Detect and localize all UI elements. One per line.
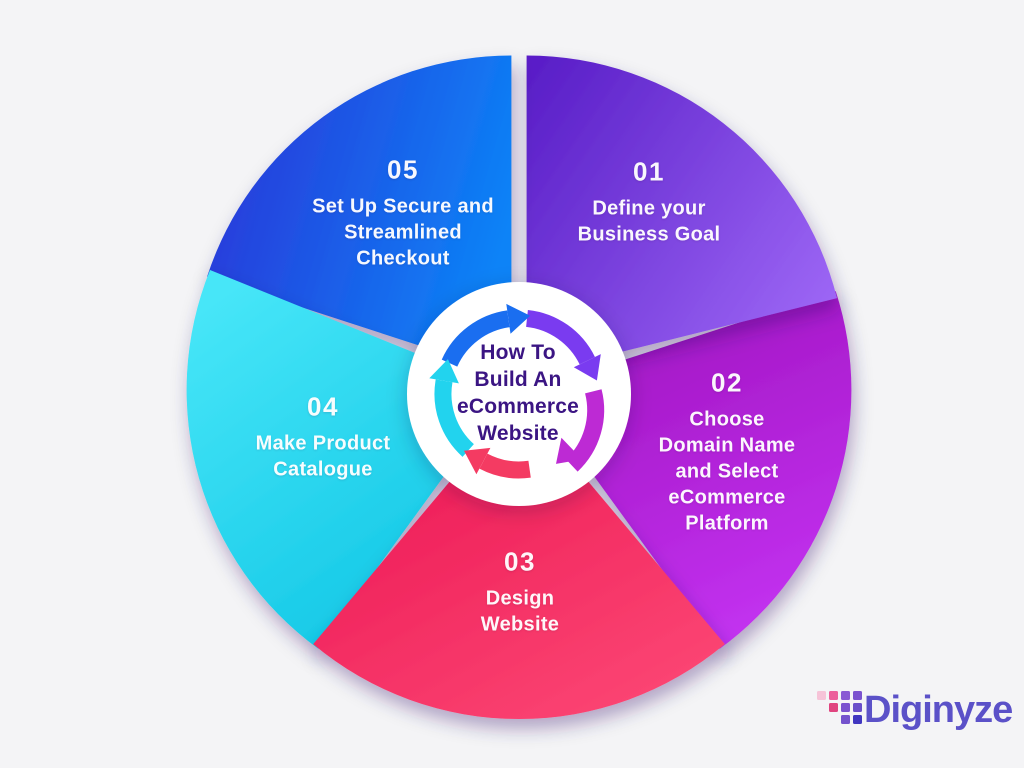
arrowhead-pink-icon xyxy=(464,447,491,475)
cycle-arrowheads xyxy=(429,303,601,475)
wedge-01-define-business-goal xyxy=(526,55,837,376)
cycle-arrow-blue xyxy=(441,310,510,367)
wedge-03-design-website xyxy=(313,399,725,720)
arrowhead-cyan-icon xyxy=(429,359,459,384)
diginyze-logo-dots-icon xyxy=(817,691,862,724)
arrowhead-purple-icon xyxy=(573,354,601,381)
cycle-arrow-pink xyxy=(479,453,531,479)
cycle-arrow-purple xyxy=(525,309,595,365)
cycle-arrow-cyan xyxy=(434,379,475,457)
diginyze-wordmark: Diginyze xyxy=(864,689,1013,731)
wedge-05-secure-checkout xyxy=(207,55,512,376)
arrowhead-blue-icon xyxy=(506,303,531,334)
diginyze-logo: Diginyze xyxy=(816,686,1013,734)
arrowhead-magenta-icon xyxy=(556,437,583,464)
cycle-arrows-ring xyxy=(434,309,605,479)
